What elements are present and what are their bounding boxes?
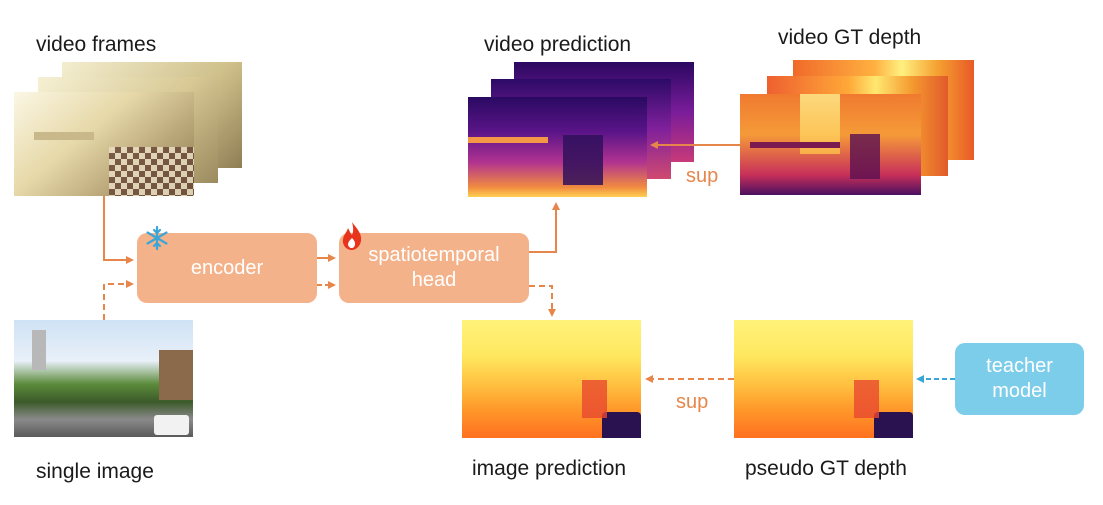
- encoder-box: encoder: [137, 233, 317, 303]
- head-label-line2: head: [411, 269, 457, 291]
- head-to-image-pred-arrow: [529, 285, 556, 317]
- pseudo-gt-depth-label: pseudo GT depth: [745, 457, 907, 480]
- video-gt-depth-label: video GT depth: [778, 26, 922, 49]
- spatiotemporal-head-box: spatiotemporal head: [339, 233, 529, 303]
- image-to-encoder-arrow: [103, 280, 134, 320]
- video-sup-label: sup: [686, 165, 719, 187]
- image-prediction-label: image prediction: [472, 457, 627, 480]
- flame-icon: [342, 222, 362, 250]
- video-gt-frame-front: [740, 94, 921, 195]
- encoder-label: encoder: [190, 256, 264, 279]
- snowflake-icon: [146, 225, 168, 251]
- head-label-line1: spatiotemporal: [368, 244, 500, 266]
- video-prediction-label: video prediction: [484, 33, 632, 56]
- video-to-encoder-arrow: [103, 196, 134, 264]
- video-frames-label: video frames: [36, 33, 157, 56]
- single-image-label: single image: [36, 460, 154, 483]
- head-to-video-pred-arrow: [529, 202, 560, 253]
- image-prediction-map: [462, 320, 641, 438]
- teacher-label-line1: teacher: [986, 355, 1053, 377]
- single-image-photo: [14, 320, 193, 437]
- pseudo-gt-depth-map: [734, 320, 913, 438]
- teacher-label-line2: model: [992, 380, 1047, 402]
- teacher-model-box: teacher model: [955, 343, 1084, 415]
- video-pred-frame-front: [468, 97, 647, 197]
- video-frame-front: [14, 92, 194, 196]
- image-sup-label: sup: [676, 391, 709, 413]
